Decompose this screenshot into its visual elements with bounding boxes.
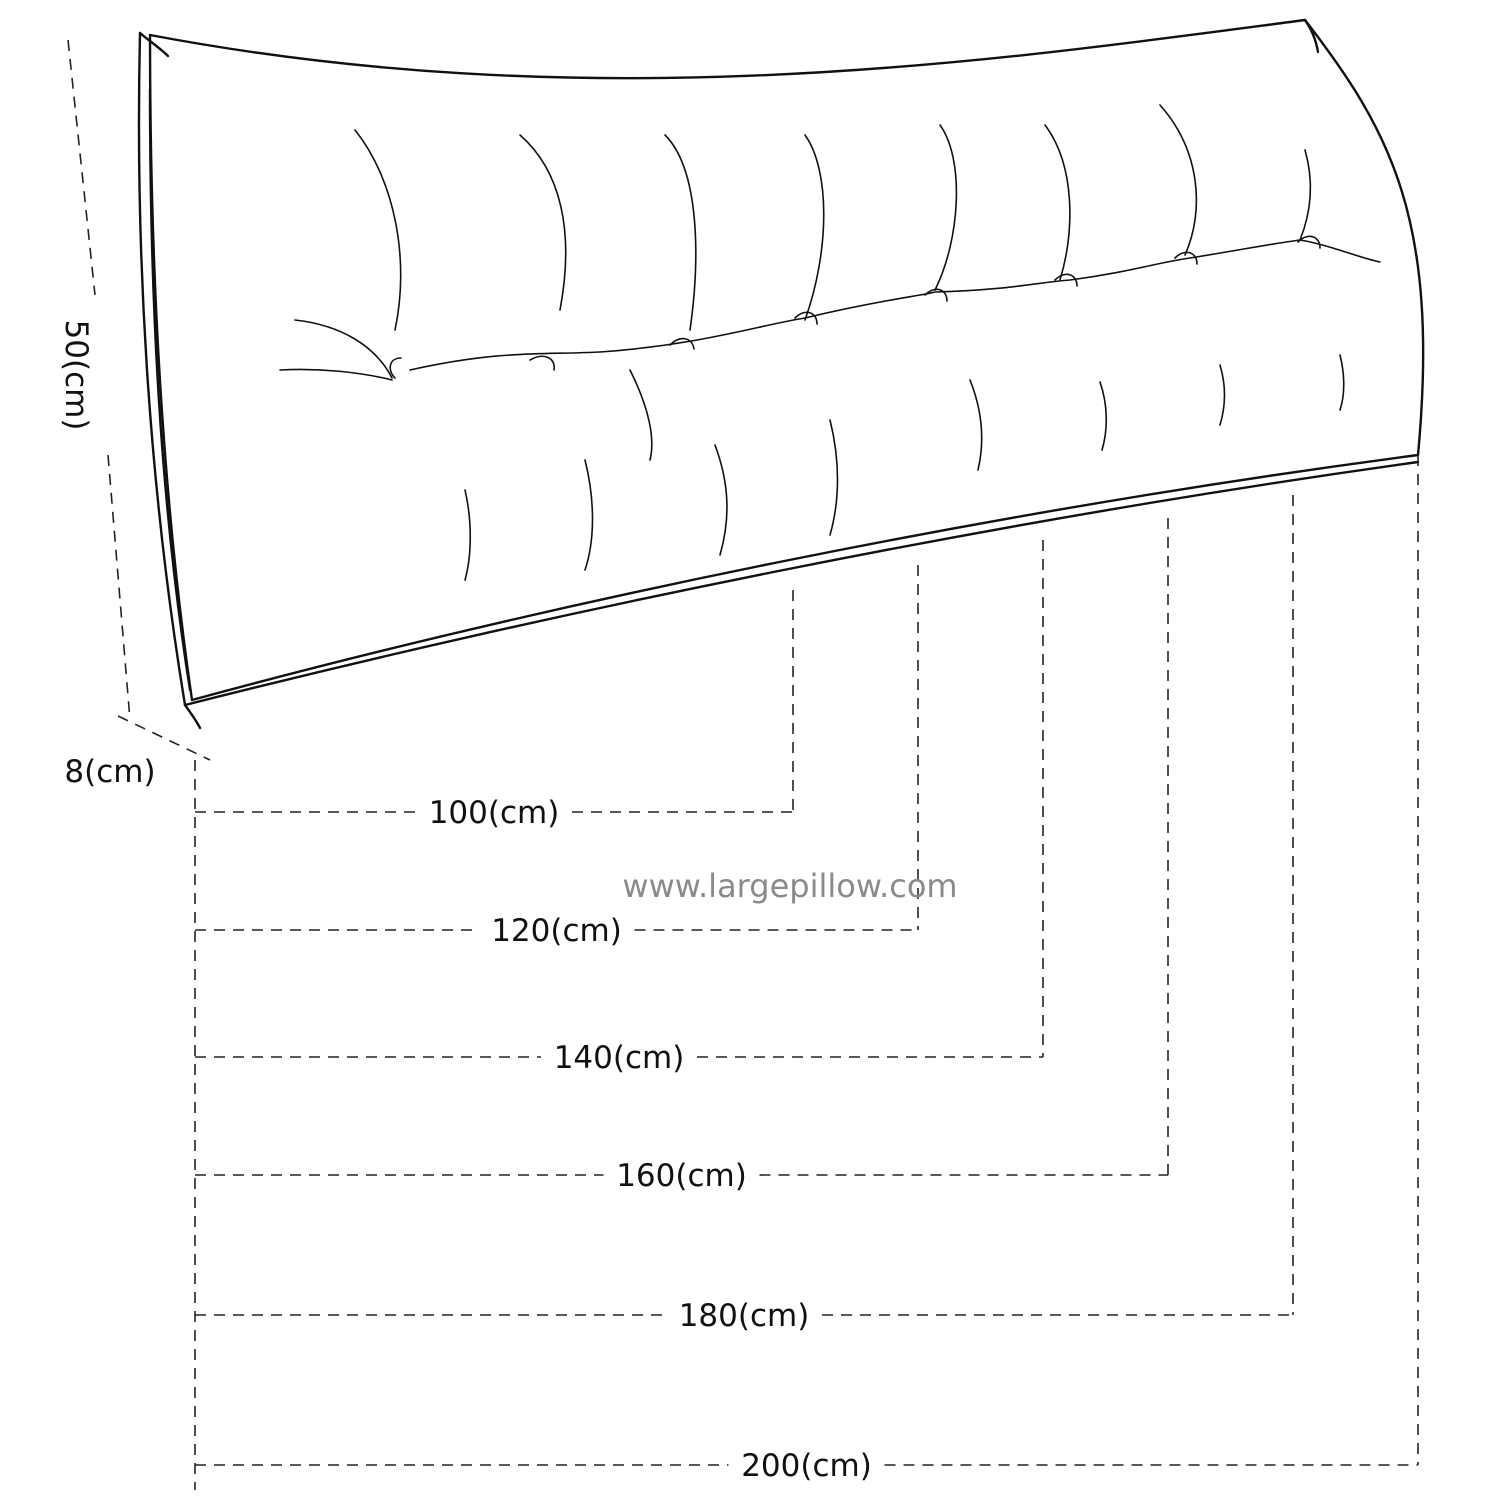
pillow-piping-top <box>138 31 170 58</box>
upper-creases <box>279 104 1312 381</box>
pillow-side-inner <box>148 88 192 692</box>
width-100-label: 100(cm) <box>429 795 560 831</box>
pillow-illustration <box>137 18 1425 730</box>
tufting-seam <box>409 239 1381 371</box>
width-200-dimension: 200(cm) <box>195 455 1419 1484</box>
pillow-front-outline <box>148 18 1425 702</box>
pillow-right-piping <box>1303 18 1320 54</box>
depth-label: 8(cm) <box>64 754 155 790</box>
width-120-label: 120(cm) <box>491 913 622 949</box>
width-200-label: 200(cm) <box>741 1448 872 1484</box>
width-180-label: 180(cm) <box>679 1298 810 1334</box>
depth-dimension: 8(cm) <box>64 715 211 790</box>
width-160-label: 160(cm) <box>616 1158 747 1194</box>
height-label: 50(cm) <box>58 320 94 431</box>
width-dimensions: 100(cm) 120(cm) 140(cm) 160(cm) 180(cm) 200(c… <box>194 455 1419 1490</box>
lower-creases <box>464 354 1345 581</box>
height-dimension: 50(cm) <box>58 39 131 721</box>
width-140-label: 140(cm) <box>554 1040 685 1076</box>
pillow-bottom-piping <box>183 460 1420 707</box>
width-180-dimension: 180(cm) <box>195 495 1294 1334</box>
width-120-dimension: 120(cm) <box>195 565 919 949</box>
pillow-side-back <box>137 31 202 730</box>
width-100-dimension: 100(cm) <box>195 590 794 831</box>
width-140-dimension: 140(cm) <box>195 540 1044 1076</box>
watermark-text: www.largepillow.com <box>622 867 957 905</box>
width-160-dimension: 160(cm) <box>195 518 1169 1194</box>
